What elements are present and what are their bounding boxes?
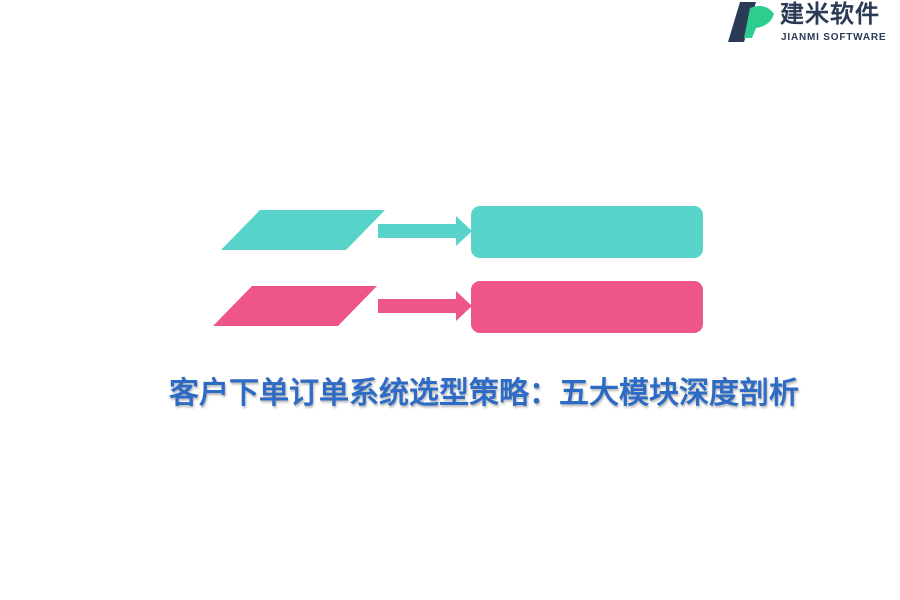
page-caption: 客户下单订单系统选型策略：五大模块深度剖析 [169, 376, 799, 411]
row2-box [471, 281, 703, 333]
brand-subtitle: JIANMI SOFTWARE [781, 32, 887, 43]
row1-box [471, 206, 703, 258]
row2-arrow [378, 291, 472, 321]
brand-name: 建米软件 [780, 0, 880, 28]
row1-arrow [378, 216, 472, 246]
row1-parallelogram [221, 210, 385, 250]
jianmi-logo-icon [728, 2, 774, 42]
brand-logo: 建米软件 JIANMI SOFTWARE [722, 0, 900, 48]
row2-parallelogram [213, 286, 377, 326]
